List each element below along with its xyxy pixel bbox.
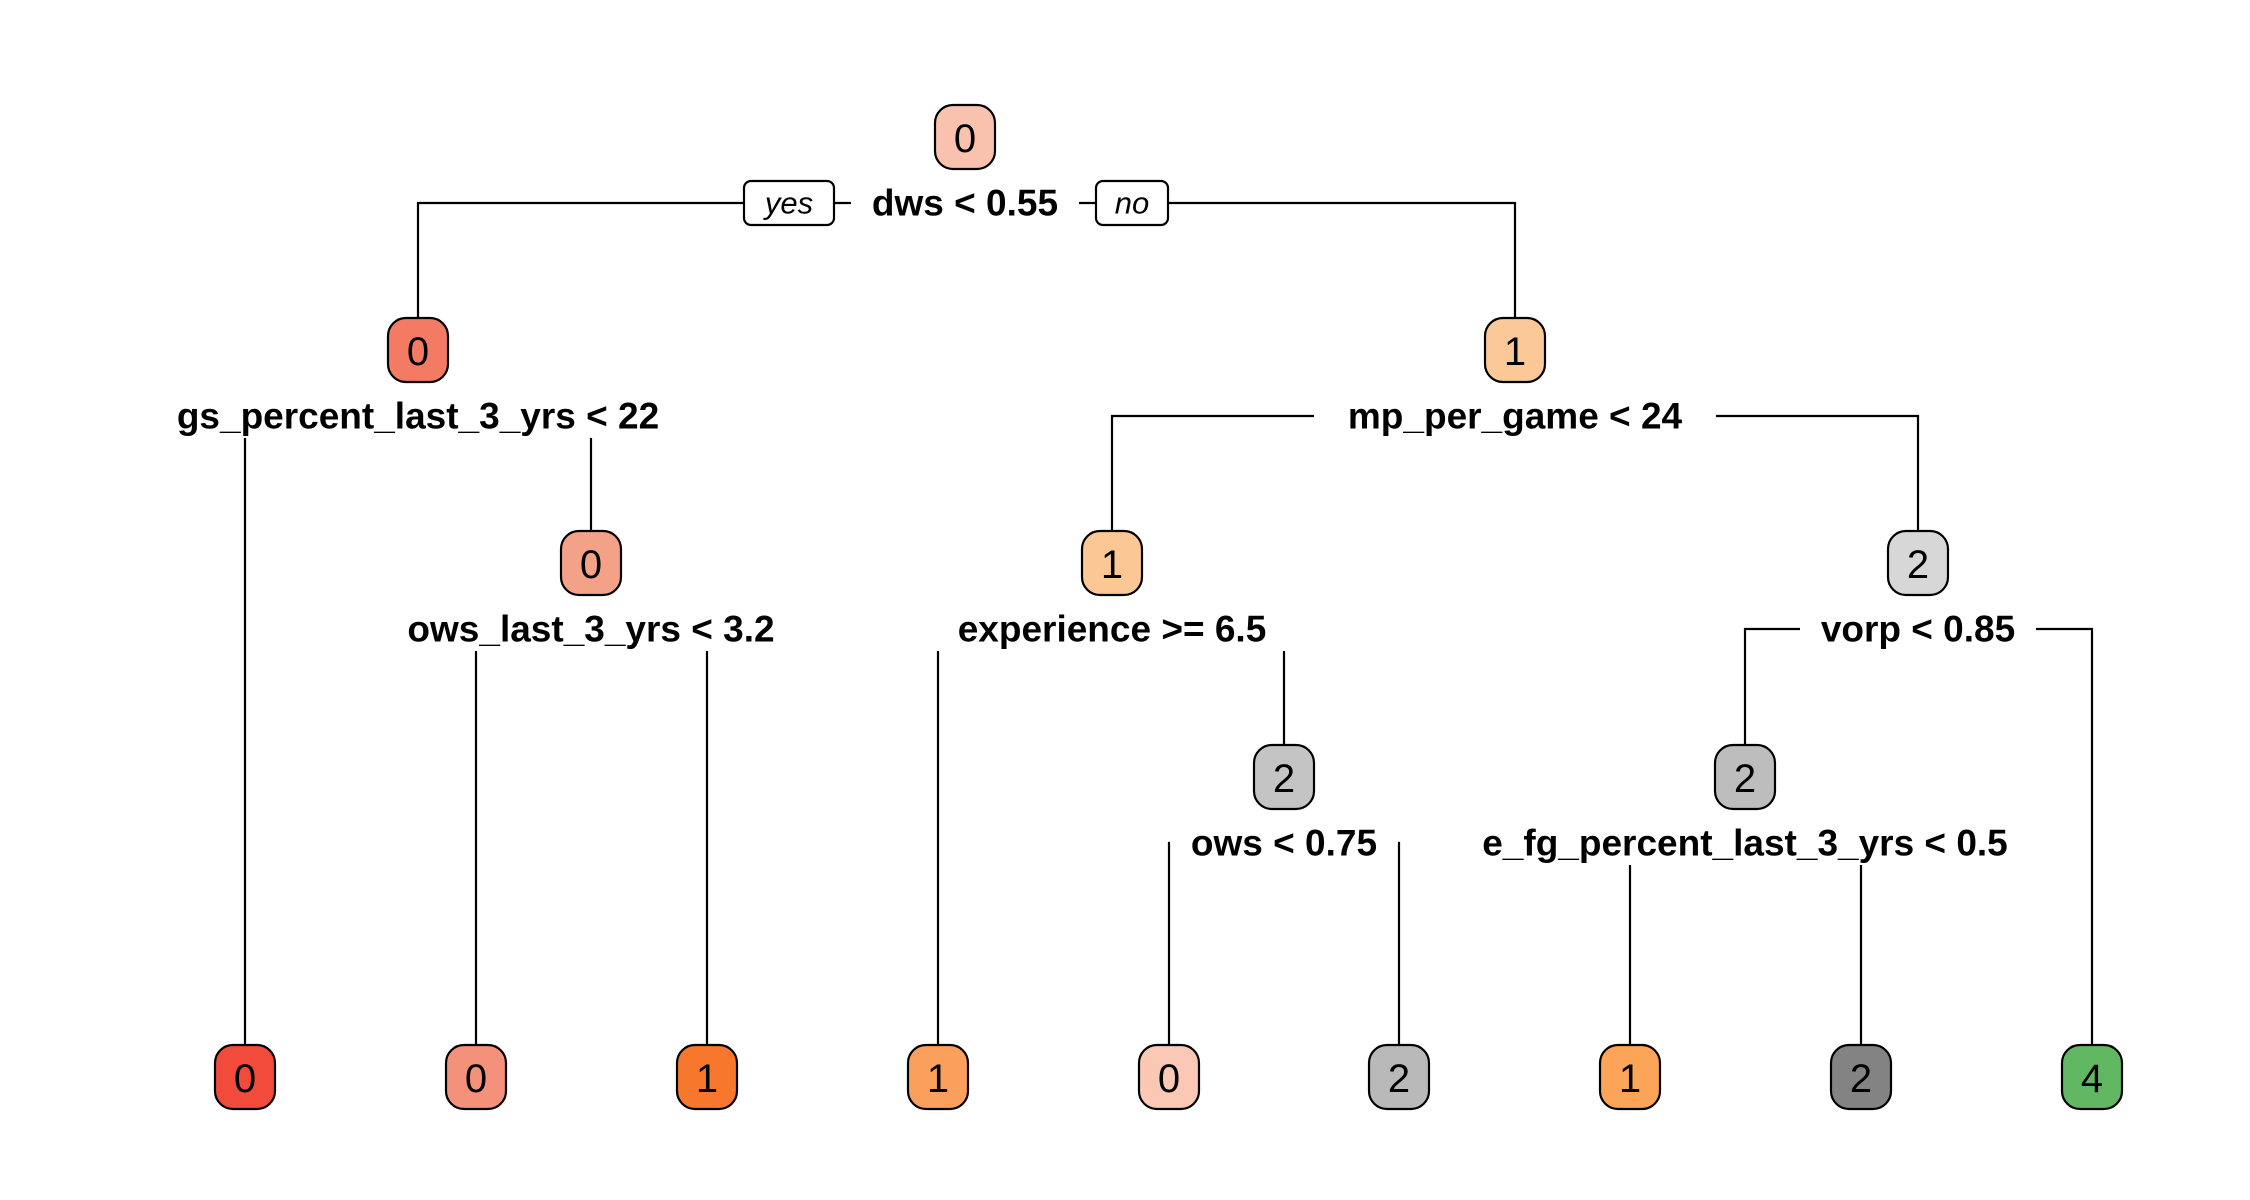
split-condition: gs_percent_last_3_yrs < 22 bbox=[177, 396, 659, 437]
node-box bbox=[444, 1043, 508, 1111]
node-class-label: 1 bbox=[1101, 543, 1123, 587]
tree-node-n3: 1 bbox=[1483, 316, 1547, 384]
tree-node-l2: 0 bbox=[444, 1043, 508, 1111]
tree-node-n6: 2 bbox=[1886, 529, 1950, 597]
node-class-label: 4 bbox=[2081, 1057, 2103, 1101]
split-condition: experience >= 6.5 bbox=[958, 609, 1267, 650]
node-box bbox=[1483, 316, 1547, 384]
tree-node-l4: 1 bbox=[906, 1043, 970, 1111]
yes-branch-label: yes bbox=[742, 179, 836, 227]
node-box bbox=[906, 1043, 970, 1111]
tree-edges bbox=[243, 201, 2094, 1047]
node-box bbox=[1829, 1043, 1893, 1111]
edge-n7-l5 bbox=[1167, 841, 1171, 1047]
node-box bbox=[1137, 1043, 1201, 1111]
tree-node-n1: 0 bbox=[933, 103, 997, 171]
split-condition: e_fg_percent_last_3_yrs < 0.5 bbox=[1482, 823, 2008, 864]
tree-node-n2: 0 bbox=[386, 316, 450, 384]
edge-n7-l6 bbox=[1397, 841, 1401, 1047]
edge-n6-l9 bbox=[2036, 627, 2094, 1047]
node-class-label: 0 bbox=[407, 330, 429, 374]
node-class-label: 2 bbox=[1273, 757, 1295, 801]
split-condition: mp_per_game < 24 bbox=[1348, 396, 1683, 437]
node-class-label: 2 bbox=[1907, 543, 1929, 587]
split-condition: ows_last_3_yrs < 3.2 bbox=[407, 609, 774, 650]
node-class-label: 0 bbox=[954, 117, 976, 161]
node-class-label: 1 bbox=[927, 1057, 949, 1101]
edge-n1-n3 bbox=[1079, 201, 1517, 320]
node-box bbox=[675, 1043, 739, 1111]
node-box bbox=[1713, 743, 1777, 811]
node-box bbox=[933, 103, 997, 171]
tree-node-l3: 1 bbox=[675, 1043, 739, 1111]
node-class-label: 1 bbox=[696, 1057, 718, 1101]
split-condition: ows < 0.75 bbox=[1191, 823, 1377, 864]
tree-node-l8: 2 bbox=[1829, 1043, 1893, 1111]
tree-node-n4: 0 bbox=[559, 529, 623, 597]
node-class-label: 2 bbox=[1734, 757, 1756, 801]
edge-n6-n8 bbox=[1743, 627, 1800, 747]
tree-node-n8: 2 bbox=[1713, 743, 1777, 811]
tree-node-n7: 2 bbox=[1252, 743, 1316, 811]
edge-n3-n5 bbox=[1110, 414, 1314, 533]
svg-text:no: no bbox=[1115, 186, 1149, 221]
split-condition: vorp < 0.85 bbox=[1821, 609, 2015, 650]
tree-node-l1: 0 bbox=[213, 1043, 277, 1111]
tree-node-l7: 1 bbox=[1598, 1043, 1662, 1111]
node-class-label: 2 bbox=[1388, 1057, 1410, 1101]
node-box bbox=[1252, 743, 1316, 811]
node-box bbox=[1080, 529, 1144, 597]
node-box bbox=[1367, 1043, 1431, 1111]
tree-node-l9: 4 bbox=[2060, 1043, 2124, 1111]
tree-node-l5: 0 bbox=[1137, 1043, 1201, 1111]
tree-node-n5: 1 bbox=[1080, 529, 1144, 597]
node-box bbox=[213, 1043, 277, 1111]
node-box bbox=[1598, 1043, 1662, 1111]
node-box bbox=[559, 529, 623, 597]
node-box bbox=[1886, 529, 1950, 597]
no-branch-label: no bbox=[1094, 179, 1170, 227]
node-class-label: 0 bbox=[580, 543, 602, 587]
svg-text:yes: yes bbox=[763, 186, 813, 221]
tree-nodes: 0 0 1 0 1 2 2 2 0 0 1 1 0 2 1 2 4 bbox=[213, 103, 2124, 1111]
node-class-label: 1 bbox=[1619, 1057, 1641, 1101]
node-box bbox=[2060, 1043, 2124, 1111]
node-class-label: 0 bbox=[1158, 1057, 1180, 1101]
split-labels: dws < 0.55 gs_percent_last_3_yrs < 22 mp_p… bbox=[177, 183, 2015, 864]
node-class-label: 0 bbox=[234, 1057, 256, 1101]
node-class-label: 0 bbox=[465, 1057, 487, 1101]
node-class-label: 1 bbox=[1504, 330, 1526, 374]
split-condition: dws < 0.55 bbox=[872, 183, 1058, 224]
tree-node-l6: 2 bbox=[1367, 1043, 1431, 1111]
node-class-label: 2 bbox=[1850, 1057, 1872, 1101]
branch-labels: yes no bbox=[742, 179, 1170, 227]
edge-n1-n2 bbox=[416, 201, 851, 320]
node-box bbox=[386, 316, 450, 384]
edge-n3-n6 bbox=[1716, 414, 1920, 533]
